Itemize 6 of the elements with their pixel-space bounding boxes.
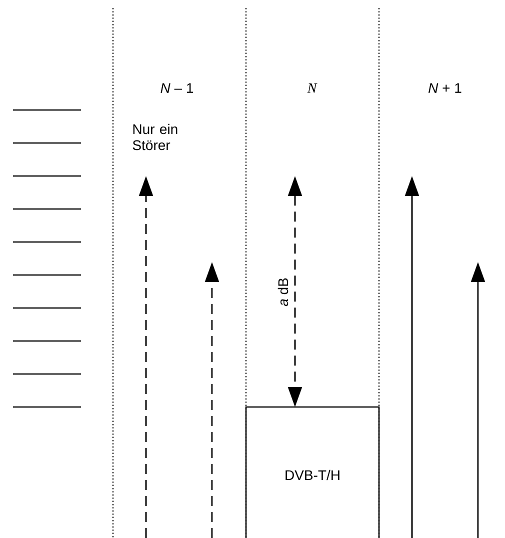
channel-label: N – 1 <box>160 83 194 93</box>
channel-label: N <box>307 83 318 93</box>
signal-block: DVB-T/H <box>245 406 380 538</box>
channel-label: N + 1 <box>428 83 462 93</box>
note-text: Nur ein Störer <box>132 124 178 150</box>
dimension-label: a dB <box>278 278 288 306</box>
